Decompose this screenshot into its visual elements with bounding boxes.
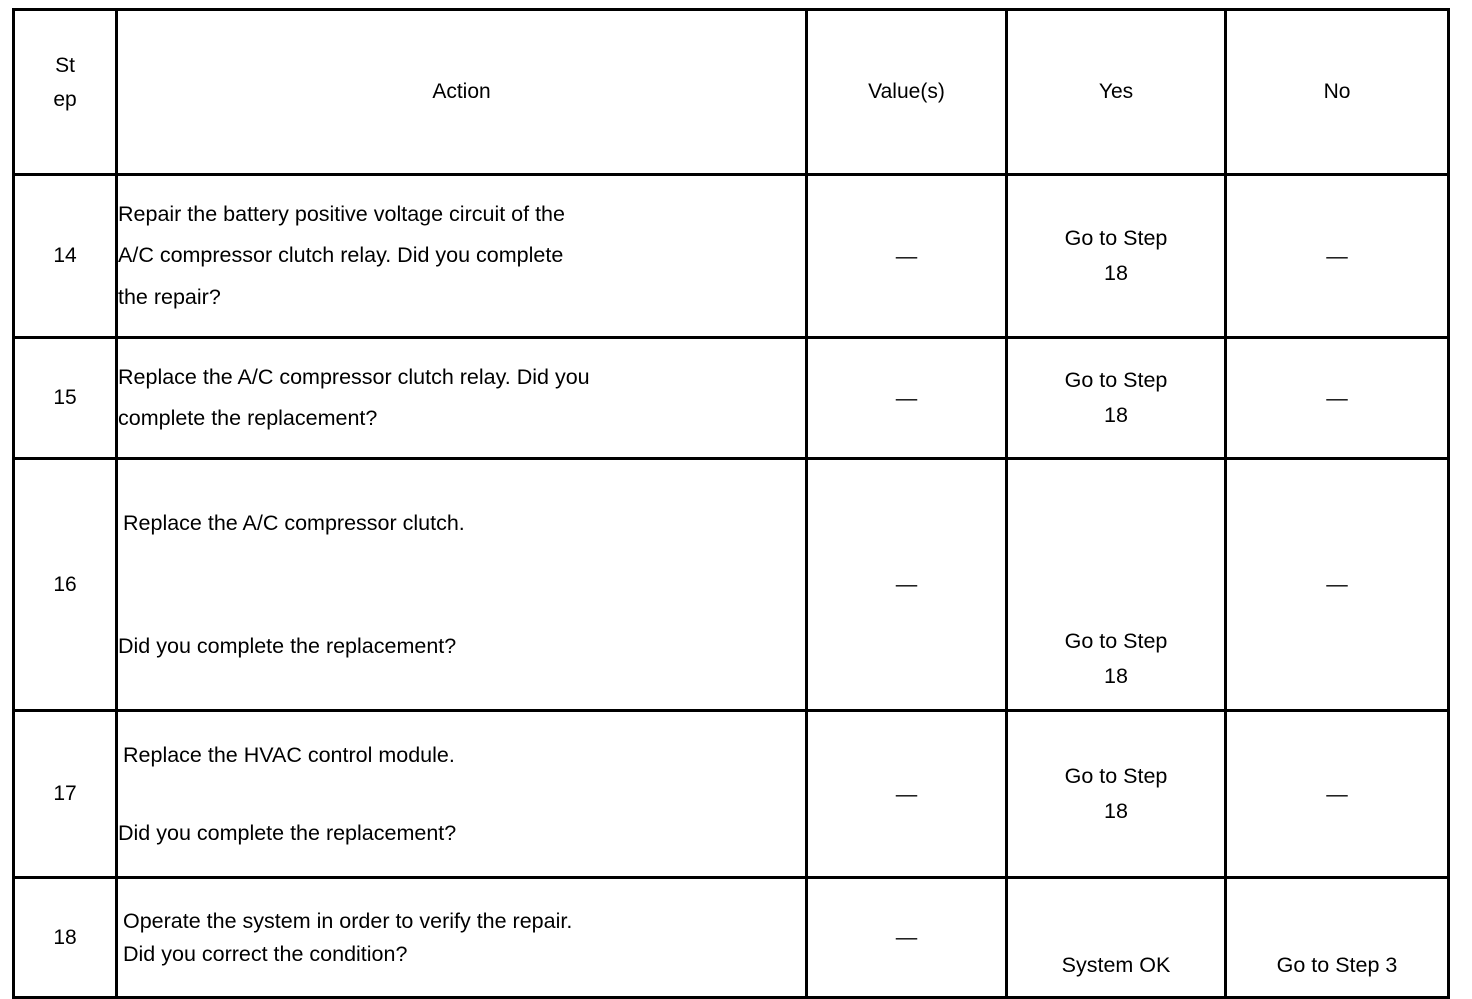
yes-result: Go to Step 18 xyxy=(1005,336,1227,460)
action-line: complete the replacement? xyxy=(118,406,378,430)
value-cell: — xyxy=(805,173,1008,339)
yes-result-line: Go to Step xyxy=(1064,764,1168,789)
value-dash: — xyxy=(895,572,918,597)
paragraph-gap xyxy=(118,772,805,816)
action-text: Replace the A/C compressor clutch. Did y… xyxy=(115,457,808,712)
value-cell: — xyxy=(805,457,1008,712)
table-row: 16 Replace the A/C compressor clutch. Di… xyxy=(12,457,1450,712)
no-result: — xyxy=(1224,336,1450,460)
action-line: Replace the HVAC control module. xyxy=(123,742,455,767)
no-result: — xyxy=(1224,457,1450,712)
no-result-dash: — xyxy=(1326,572,1348,597)
column-header-no: No xyxy=(1224,8,1450,176)
no-result: — xyxy=(1224,173,1450,339)
no-result-dash: — xyxy=(1326,385,1348,410)
yes-result: Go to Step 18 xyxy=(1005,173,1227,339)
yes-result-line: 18 xyxy=(1104,663,1128,688)
action-line: Replace the A/C compressor clutch relay.… xyxy=(118,364,590,389)
action-line: Did you complete the replacement? xyxy=(118,633,457,658)
table-row: 15 Replace the A/C compressor clutch rel… xyxy=(12,336,1450,460)
value-dash: — xyxy=(895,781,918,806)
value-cell: — xyxy=(805,709,1008,879)
action-text: Replace the A/C compressor clutch relay.… xyxy=(115,336,808,460)
column-header-values: Value(s) xyxy=(805,8,1008,176)
action-text: Repair the battery positive voltage circ… xyxy=(115,173,808,339)
yes-result: Go to Step 18 xyxy=(1005,709,1227,879)
action-line: Did you complete the replacement? xyxy=(118,821,457,845)
yes-result-line: Go to Step xyxy=(1064,226,1168,251)
action-line: Operate the system in order to verify th… xyxy=(123,908,573,933)
step-number: 18 xyxy=(12,876,118,999)
yes-result-line: System OK xyxy=(1061,953,1171,978)
diagnostic-steps-table: St ep Action Value(s) Yes No 14 Repair t… xyxy=(12,8,1450,999)
yes-result: Go to Step 18 xyxy=(1005,457,1227,712)
step-number: 17 xyxy=(12,709,118,879)
action-line: A/C compressor clutch relay. Did you com… xyxy=(118,243,564,268)
table-row: 17 Replace the HVAC control module. Did … xyxy=(12,709,1450,879)
yes-result-line: 18 xyxy=(1104,799,1128,823)
no-result-line: Go to Step 3 xyxy=(1276,953,1398,978)
action-line: the repair? xyxy=(118,284,221,309)
value-cell: — xyxy=(805,876,1008,999)
yes-result: System OK xyxy=(1005,876,1227,999)
no-result: — xyxy=(1224,709,1450,879)
column-header-yes: Yes xyxy=(1005,8,1227,176)
step-number: 16 xyxy=(12,457,118,712)
column-header-action: Action xyxy=(115,8,808,176)
no-result-dash: — xyxy=(1326,781,1348,806)
action-text: Operate the system in order to verify th… xyxy=(115,876,808,999)
action-paragraph: Operate the system in order to verify th… xyxy=(118,905,805,970)
action-paragraph: Replace the A/C compressor clutch relay.… xyxy=(118,357,805,440)
column-header-step-line-1: St xyxy=(55,53,75,77)
yes-result-group: Go to Step 18 xyxy=(1008,624,1224,694)
yes-result-line: 18 xyxy=(1104,261,1128,285)
action-text: Replace the HVAC control module. Did you… xyxy=(115,709,808,879)
action-paragraph: Repair the battery positive voltage circ… xyxy=(118,194,805,318)
step-number: 15 xyxy=(12,336,118,460)
value-cell: — xyxy=(805,336,1008,460)
action-line: Did you correct the condition? xyxy=(123,941,408,966)
action-paragraph: Replace the HVAC control module. Did you… xyxy=(118,738,805,851)
value-dash: — xyxy=(895,385,918,410)
paragraph-gap xyxy=(118,541,805,629)
value-dash: — xyxy=(895,925,918,950)
no-result: Go to Step 3 xyxy=(1224,876,1450,999)
column-header-step: St ep xyxy=(12,8,118,176)
action-paragraph: Replace the A/C compressor clutch. Did y… xyxy=(118,506,805,663)
table-row: 18 Operate the system in order to verify… xyxy=(12,876,1450,999)
action-line: Repair the battery positive voltage circ… xyxy=(118,201,565,226)
yes-result-line: Go to Step xyxy=(1064,628,1168,653)
yes-result-line: 18 xyxy=(1104,403,1128,427)
action-line: Replace the A/C compressor clutch. xyxy=(123,511,465,536)
no-result-dash: — xyxy=(1326,243,1348,268)
table-row: 14 Repair the battery positive voltage c… xyxy=(12,173,1450,339)
table-body: 14 Repair the battery positive voltage c… xyxy=(12,173,1450,999)
column-header-step-line-2: ep xyxy=(53,88,77,111)
table-header: St ep Action Value(s) Yes No xyxy=(12,8,1450,176)
step-number: 14 xyxy=(12,173,118,339)
value-dash: — xyxy=(895,243,918,268)
header-row: St ep Action Value(s) Yes No xyxy=(12,8,1450,176)
yes-result-line: Go to Step xyxy=(1064,368,1168,393)
